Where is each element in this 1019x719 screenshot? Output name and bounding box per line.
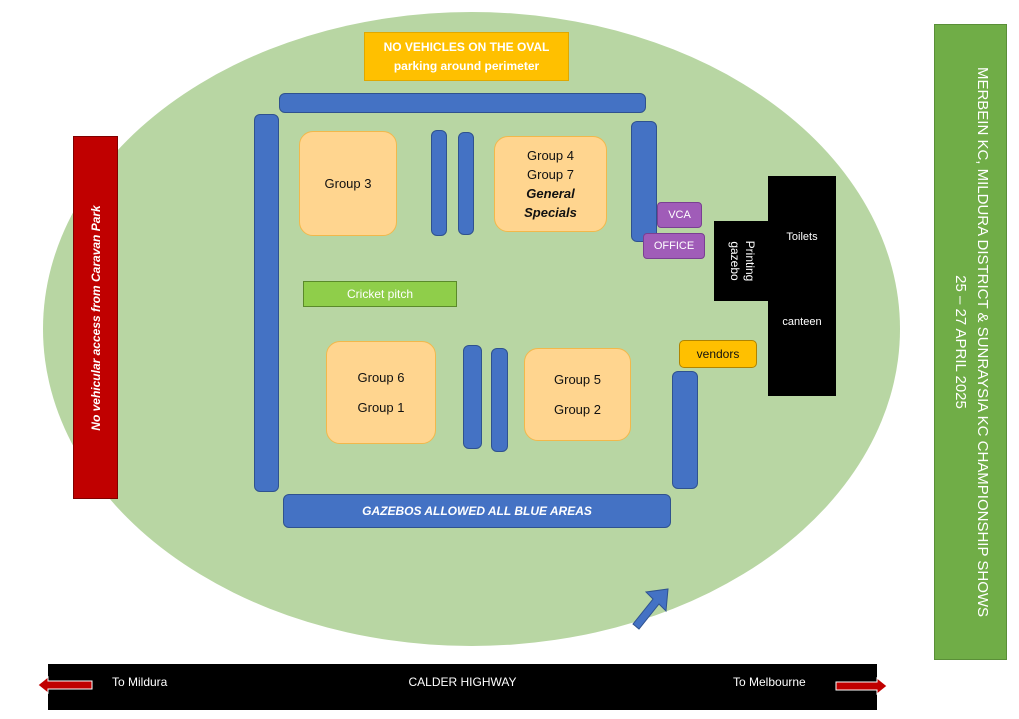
canteen-label: canteen: [782, 316, 822, 328]
office-box: OFFICE: [643, 233, 705, 259]
entrance-arrow-icon: [632, 588, 669, 630]
group-label: Group 3: [324, 176, 372, 191]
to-mildura-label: To Mildura: [112, 675, 168, 689]
vendors-box: vendors: [679, 340, 757, 368]
parking-text: parking around perimeter: [393, 58, 540, 73]
no-vehicles-banner: NO VEHICLES ON THE OVAL parking around p…: [364, 32, 569, 81]
cricket-pitch-label: Cricket pitch: [346, 287, 414, 301]
group-label: Group 1: [357, 400, 405, 415]
caravan-park-barrier: No vehicular access from Caravan Park: [73, 136, 118, 499]
to-melbourne-label: To Melbourne: [733, 675, 806, 689]
gazebo-area-left: [254, 114, 279, 492]
arrow-right-icon: [835, 677, 887, 695]
group-label: Group 2: [554, 402, 601, 417]
general-label: General: [526, 186, 575, 201]
vca-label: VCA: [668, 209, 691, 221]
toilets-label: Toilets: [786, 231, 818, 243]
no-vehicles-text: NO VEHICLES ON THE OVAL: [383, 39, 550, 54]
office-label: OFFICE: [653, 240, 695, 252]
printing-label: Printing: [743, 240, 757, 282]
group-label: Group 4: [527, 148, 574, 163]
gazebo-area-right-lower: [672, 371, 698, 489]
ring-group-4-7: Group 4 Group 7 General Specials: [494, 136, 607, 232]
group-label: Group 6: [357, 370, 405, 385]
group-label: Group 7: [527, 167, 574, 182]
ring-group-3: Group 3: [299, 131, 397, 236]
ring-group-5-2: Group 5 Group 2: [524, 348, 631, 441]
gazebos-allowed-text: GAZEBOS ALLOWED ALL BLUE AREAS: [362, 504, 592, 518]
toilets-canteen-block: Toilets canteen: [768, 176, 836, 396]
vendors-label: vendors: [696, 347, 740, 361]
printing-gazebo: Printing gazebo: [714, 221, 770, 301]
title-line-1: MERBEIN KC, MILDURA DISTRICT & SUNRAYSIA…: [973, 66, 991, 618]
gazebo-strip-2: [458, 132, 474, 235]
specials-label: Specials: [524, 205, 577, 220]
showground-oval: [43, 12, 900, 646]
gazebo-strip-1: [431, 130, 447, 236]
gazebos-allowed-area: GAZEBOS ALLOWED ALL BLUE AREAS: [283, 494, 671, 528]
ring-group-6-1: Group 6 Group 1: [326, 341, 436, 444]
highway-label: CALDER HIGHWAY: [408, 675, 517, 689]
gazebo-area-top: [279, 93, 646, 113]
caravan-note: No vehicular access from Caravan Park: [88, 204, 103, 431]
gazebo-strip-3: [463, 345, 482, 449]
group-label: Group 5: [554, 372, 601, 387]
gazebo-label: gazebo: [728, 241, 742, 281]
gazebo-strip-4: [491, 348, 508, 452]
title-box: MERBEIN KC, MILDURA DISTRICT & SUNRAYSIA…: [934, 24, 1007, 660]
cricket-pitch: Cricket pitch: [303, 281, 457, 307]
title-line-2: 25 – 27 APRIL 2025: [951, 275, 969, 409]
arrow-left-icon: [38, 676, 93, 694]
vca-box: VCA: [657, 202, 702, 228]
calder-highway: To Mildura CALDER HIGHWAY To Melbourne: [48, 664, 877, 710]
gazebo-area-right-upper: [631, 121, 657, 242]
